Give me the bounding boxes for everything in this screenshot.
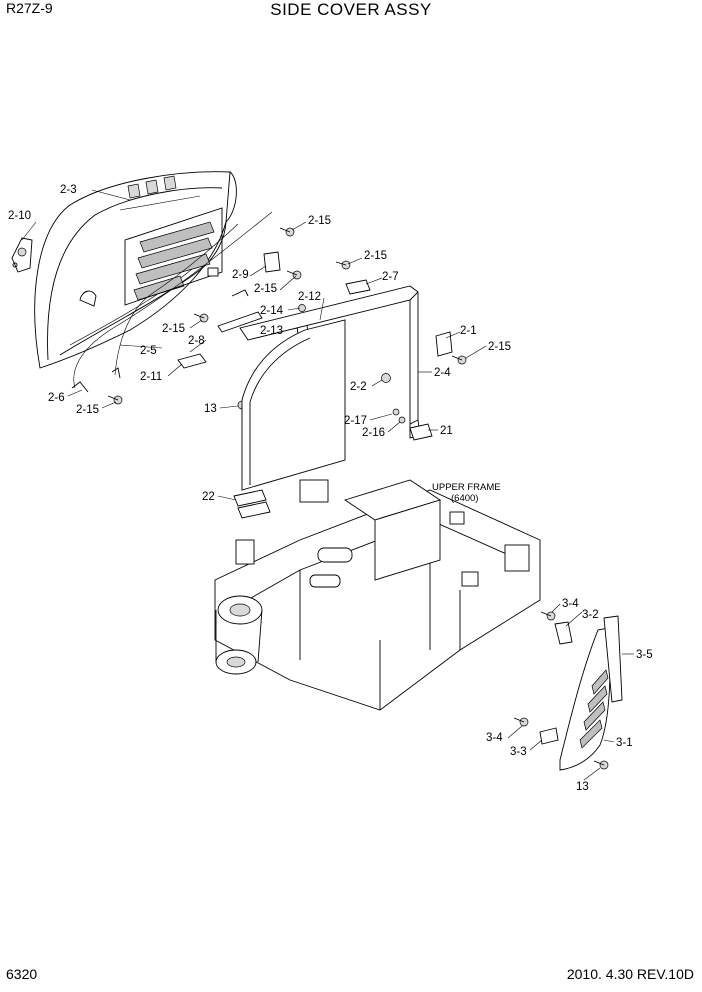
callout: 3-4 xyxy=(486,732,503,744)
callout: 2-15 xyxy=(364,250,387,262)
bracket-2-14-part xyxy=(217,311,263,333)
page-title: SIDE COVER ASSY xyxy=(270,0,432,19)
bracket-3-2-part xyxy=(554,621,573,645)
callout: 2-15 xyxy=(488,341,511,353)
callout: 2-15 xyxy=(162,323,185,335)
cover-louvers xyxy=(124,207,223,306)
callout: 22 xyxy=(202,491,215,503)
upper-frame xyxy=(214,479,541,711)
hinge-2-1-part xyxy=(435,331,453,357)
callout: 3-2 xyxy=(582,609,599,621)
leader-lines xyxy=(21,189,634,781)
callout: 2-17 xyxy=(344,415,367,427)
callout: 2-15 xyxy=(76,404,99,416)
upper-frame-label: UPPER FRAME xyxy=(432,482,501,493)
callout: 3-1 xyxy=(616,737,633,749)
callout: 2-1 xyxy=(460,325,477,337)
callout: 2-7 xyxy=(382,271,399,283)
side-cover-panel xyxy=(34,171,237,369)
release-cable xyxy=(73,211,273,389)
callout-labels: 2-10 2-3 2-15 2-15 2-9 2-7 2-15 2-12 2-1… xyxy=(8,184,653,793)
plate-21-part xyxy=(409,423,433,441)
callout: 2-13 xyxy=(260,325,283,337)
upper-frame-number: (6400) xyxy=(451,493,478,504)
callout: 2-14 xyxy=(260,305,284,317)
callout: 2-12 xyxy=(298,291,321,303)
callout: 2-6 xyxy=(48,392,65,404)
callout: 3-5 xyxy=(636,649,653,661)
callout: 3-4 xyxy=(562,598,579,610)
callout: 2-16 xyxy=(362,427,385,439)
hinge-bracket-part xyxy=(11,237,33,273)
clip-2-7-part xyxy=(345,279,371,295)
callout: 2-15 xyxy=(254,283,277,295)
callout: 13 xyxy=(204,403,217,415)
model-code: R27Z-9 xyxy=(6,0,53,16)
bracket-2-11-part xyxy=(177,353,207,369)
callout: 2-8 xyxy=(188,335,205,347)
bracket-3-3-part xyxy=(539,727,559,745)
revision-date: 2010. 4.30 REV.10D xyxy=(566,966,694,982)
inner-cover-panel xyxy=(241,319,346,491)
callout: 3-3 xyxy=(510,746,527,758)
callout: 2-4 xyxy=(434,367,451,379)
callout: 2-9 xyxy=(232,269,249,281)
cover-latch-block xyxy=(207,267,219,277)
callout: 13 xyxy=(576,781,589,793)
callout: 2-2 xyxy=(350,381,367,393)
seal-3-5-part xyxy=(603,615,623,703)
callout: 2-10 xyxy=(8,210,31,222)
release-cable-2 xyxy=(114,223,239,376)
right-cover-panel xyxy=(559,627,611,771)
plate-22-part xyxy=(233,489,267,507)
callout: 2-15 xyxy=(308,215,331,227)
callout: 21 xyxy=(440,425,453,437)
callout: 2-3 xyxy=(60,184,77,196)
bracket-2-9-part xyxy=(263,251,281,273)
callout: 2-11 xyxy=(140,371,162,383)
callout: 2-5 xyxy=(140,345,157,357)
page-number: 6320 xyxy=(6,966,38,982)
